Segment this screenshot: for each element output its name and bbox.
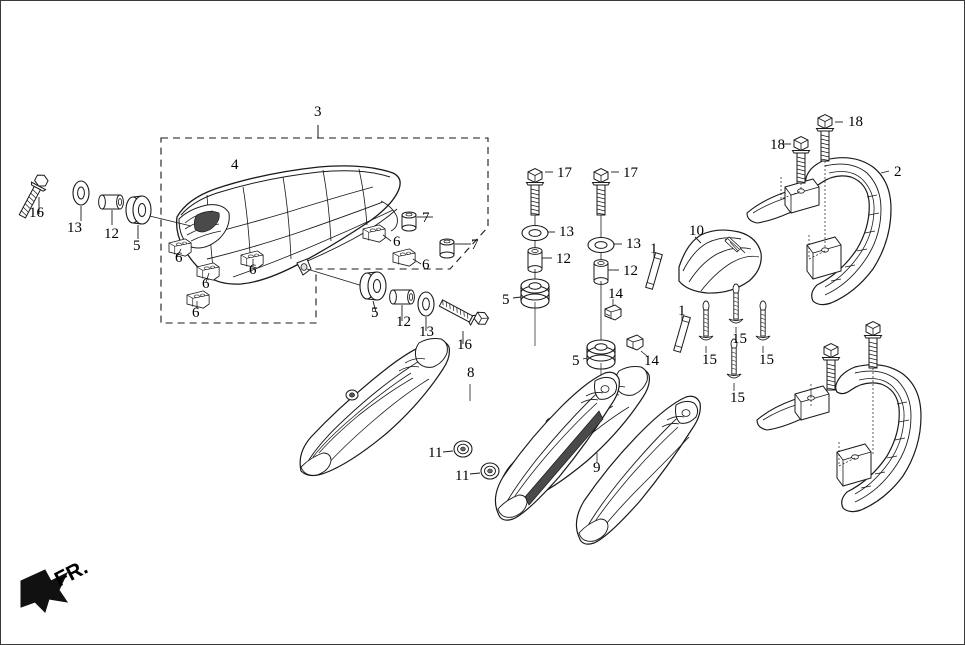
callout-2: 2 [894, 164, 902, 180]
pins-and-clips [604, 252, 691, 358]
callout-8: 8 [467, 365, 475, 381]
callout-7b: 7 [471, 237, 479, 253]
callout-4: 4 [231, 157, 239, 173]
callout-12b: 12 [396, 314, 411, 330]
grab-rail-upper [746, 114, 892, 306]
callout-17a: 17 [557, 165, 572, 181]
callout-9: 9 [593, 460, 601, 476]
callout-1a: 1 [650, 241, 658, 257]
callout-12c: 12 [556, 251, 571, 267]
callout-13d: 13 [626, 236, 641, 252]
callout-17b: 17 [623, 165, 638, 181]
left-hardware-stack [18, 174, 152, 239]
callout-6b: 6 [202, 276, 210, 292]
callout-5b: 5 [371, 305, 379, 321]
callout-16a: 16 [29, 205, 44, 221]
callout-7a: 7 [422, 210, 430, 226]
callout-6f: 6 [422, 257, 430, 273]
callout-6d: 6 [192, 305, 200, 321]
callout-15d: 15 [759, 352, 774, 368]
leader-seat-to-right-hardware [306, 268, 367, 288]
callout-16b: 16 [457, 337, 472, 353]
grab-rail-lower [756, 321, 922, 513]
callout-6e: 6 [393, 234, 401, 250]
callout-6a: 6 [175, 250, 183, 266]
callout-5d: 5 [572, 353, 580, 369]
seat-cushion-illustration [175, 165, 401, 285]
seat-brackets-and-clips [168, 211, 471, 309]
callout-15c: 15 [730, 390, 745, 406]
rear-center-cover [678, 229, 762, 294]
callout-11a: 11 [428, 445, 443, 461]
callout-13b: 13 [419, 324, 434, 340]
callout-18a: 18 [770, 137, 785, 153]
grommet-bushes [442, 440, 500, 480]
callout-14b: 14 [644, 353, 659, 369]
front-direction-arrow [20, 569, 69, 613]
callout-3: 3 [314, 104, 322, 120]
callout-12a: 12 [104, 226, 119, 242]
callout-15a: 15 [702, 352, 717, 368]
right-seat-hardware-stack [359, 271, 490, 344]
callout-15b: 15 [732, 331, 747, 347]
callout-13a: 13 [67, 220, 82, 236]
callout-13c: 13 [559, 224, 574, 240]
callout-12d: 12 [623, 263, 638, 279]
tapping-screws [698, 283, 771, 391]
callout-14a: 14 [608, 286, 623, 302]
callout-5a: 5 [133, 238, 141, 254]
callout-1b: 1 [678, 303, 686, 319]
callout-18b: 18 [848, 114, 863, 130]
lower-side-cover-left [494, 371, 620, 521]
lower-side-cover-right [575, 395, 701, 545]
center-bolt-stack-b [582, 168, 622, 401]
seat-assembly-boundary [160, 125, 489, 324]
center-bolt-stack-a [512, 168, 555, 346]
callout-10: 10 [689, 223, 704, 239]
callout-6c: 6 [249, 262, 257, 278]
callout-11b: 11 [455, 468, 470, 484]
rear-side-cover-left [299, 338, 450, 477]
callout-5c: 5 [502, 292, 510, 308]
